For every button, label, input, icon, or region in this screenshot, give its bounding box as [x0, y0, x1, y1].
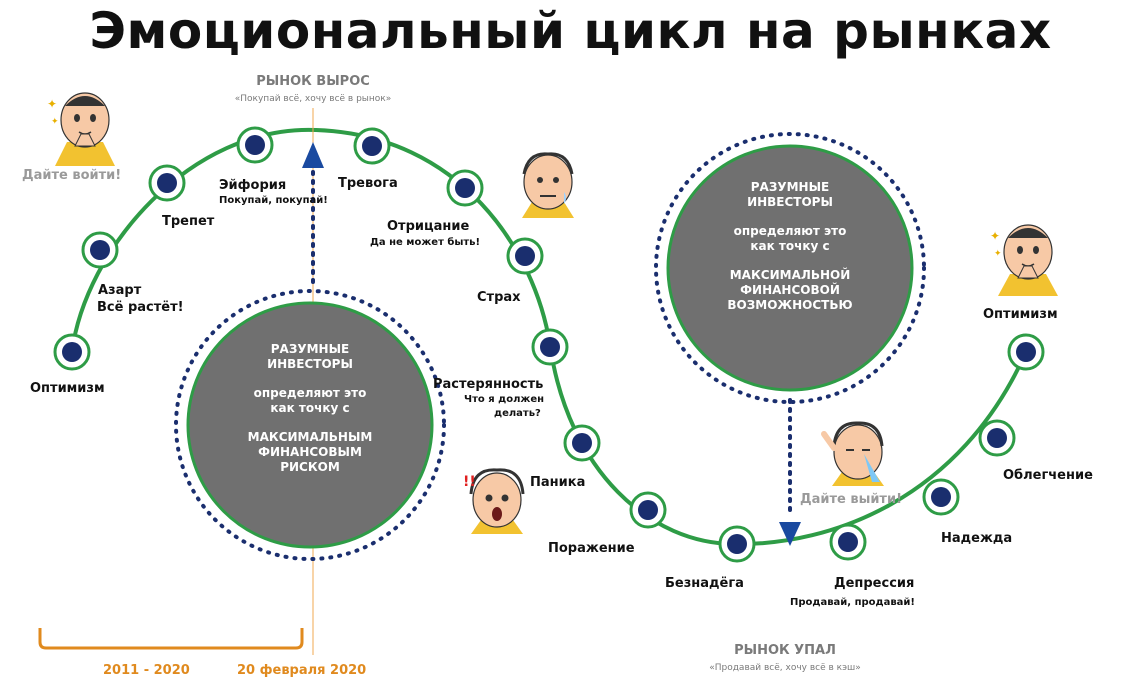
stage-euphoria-sub: Покупай, покупай!: [219, 195, 328, 206]
left-circle-line2: ИНВЕСТОРЫ: [267, 357, 353, 371]
svg-text:✦: ✦: [47, 97, 57, 111]
left-circle-line3: определяют это: [253, 386, 367, 400]
stage-nadezhda: Надежда: [941, 531, 1013, 546]
stage-rasteryannost-sub2: делать?: [494, 408, 541, 419]
stage-azart: Азарт: [98, 283, 142, 298]
right-circle: [666, 144, 914, 392]
stage-otricanie: Отрицание: [387, 219, 470, 234]
right-circle-line1: РАЗУМНЫЕ: [750, 180, 830, 194]
svg-text:✦: ✦: [994, 249, 1002, 259]
left-circle-line4: как точку с: [270, 401, 350, 415]
node-optimism-right: [1007, 333, 1045, 371]
node-trevoga: [353, 127, 391, 165]
right-circle-line6: ФИНАНСОВОЙ: [740, 283, 840, 297]
stage-trevoga: Тревога: [338, 176, 398, 191]
timeline-date: 20 февраля 2020: [237, 663, 367, 678]
left-circle: [186, 301, 434, 549]
trough-label: РЫНОК УПАЛ: [734, 643, 836, 658]
node-rasteryannost: [531, 328, 569, 366]
node-panika: [563, 424, 601, 462]
right-circle-text: РАЗУМНЫЕ ИНВЕСТОРЫ определяют это как то…: [680, 180, 900, 313]
peak-label: РЫНОК ВЫРОС: [256, 74, 370, 89]
node-beznadega: [718, 525, 756, 563]
stage-azart-sub: Всё растёт!: [97, 300, 184, 315]
stage-strah: Страх: [477, 290, 521, 305]
right-circle-line5: МАКСИМАЛЬНОЙ: [729, 268, 851, 282]
timeline-bracket: [38, 628, 304, 650]
right-circle-line2: ИНВЕСТОРЫ: [747, 195, 833, 209]
peak-marker: [302, 142, 324, 168]
stage-rasteryannost-sub1: Что я должен: [464, 394, 545, 405]
svg-text:✦: ✦: [990, 229, 1000, 243]
peak-quote: «Покупай всё, хочу всё в рынок»: [234, 94, 392, 104]
svg-text:!!: !!: [463, 474, 476, 490]
right-circle-dotted-ring: [654, 132, 926, 404]
node-porazhenie: [629, 491, 667, 529]
stage-otricanie-sub: Да не может быть!: [370, 237, 481, 248]
stage-nodes: [53, 126, 1045, 563]
saying-let-me-in: Дайте войти!: [22, 168, 122, 183]
stage-beznadega: Безнадёга: [665, 576, 744, 591]
svg-text:✦: ✦: [51, 117, 59, 127]
node-nadezhda: [922, 478, 960, 516]
left-circle-line6: ФИНАНСОВЫМ: [258, 445, 362, 459]
left-circle-text: РАЗУМНЫЕ ИНВЕСТОРЫ определяют это как то…: [200, 342, 420, 475]
node-euphoria: [236, 126, 274, 164]
node-otricanie: [446, 169, 484, 207]
right-circle-line7: ВОЗМОЖНОСТЬЮ: [727, 298, 853, 312]
stage-optimism-right: Оптимизм: [983, 307, 1058, 322]
hopeful-face-icon: ✦✦: [990, 224, 1058, 296]
hopeful-face-icon: ✦✦: [47, 92, 115, 166]
saying-let-me-out: Дайте выйти!: [800, 492, 903, 507]
anxious-face-icon: [522, 152, 574, 218]
node-strah: [506, 237, 544, 275]
left-circle-line7: РИСКОМ: [280, 460, 340, 474]
right-circle-line4: как точку с: [750, 239, 830, 253]
stage-porazhenie: Поражение: [548, 541, 635, 556]
stage-optimism-left: Оптимизм: [30, 381, 105, 396]
stage-oblegchenie: Облегчение: [1003, 468, 1093, 483]
node-trepet: [148, 164, 186, 202]
stage-rasteryannost: Растерянность: [433, 377, 544, 392]
stage-euphoria: Эйфория: [219, 178, 287, 193]
stage-depressiya-sub: Продавай, продавай!: [790, 597, 915, 608]
stage-panika: Паника: [530, 475, 586, 490]
trough-marker: [779, 522, 801, 546]
stage-depressiya: Депрессия: [834, 576, 915, 591]
left-circle-line1: РАЗУМНЫЕ: [270, 342, 350, 356]
node-depressiya: [829, 523, 867, 561]
node-azart: [81, 231, 119, 269]
node-optimism-left: [53, 333, 91, 371]
left-circle-line5: МАКСИМАЛЬНЫМ: [247, 430, 373, 444]
node-oblegchenie: [978, 419, 1016, 457]
crying-face-icon: [821, 421, 884, 486]
trough-quote: «Продавай всё, хочу всё в кэш»: [709, 663, 861, 673]
page-title: Эмоциональный цикл на рынках: [89, 2, 1052, 60]
right-circle-line3: определяют это: [733, 224, 847, 238]
stage-trepet: Трепет: [162, 214, 215, 229]
timeline-period: 2011 - 2020: [103, 663, 190, 678]
shocked-face-icon: !!: [463, 468, 525, 534]
left-circle-dotted-ring: [174, 289, 446, 561]
